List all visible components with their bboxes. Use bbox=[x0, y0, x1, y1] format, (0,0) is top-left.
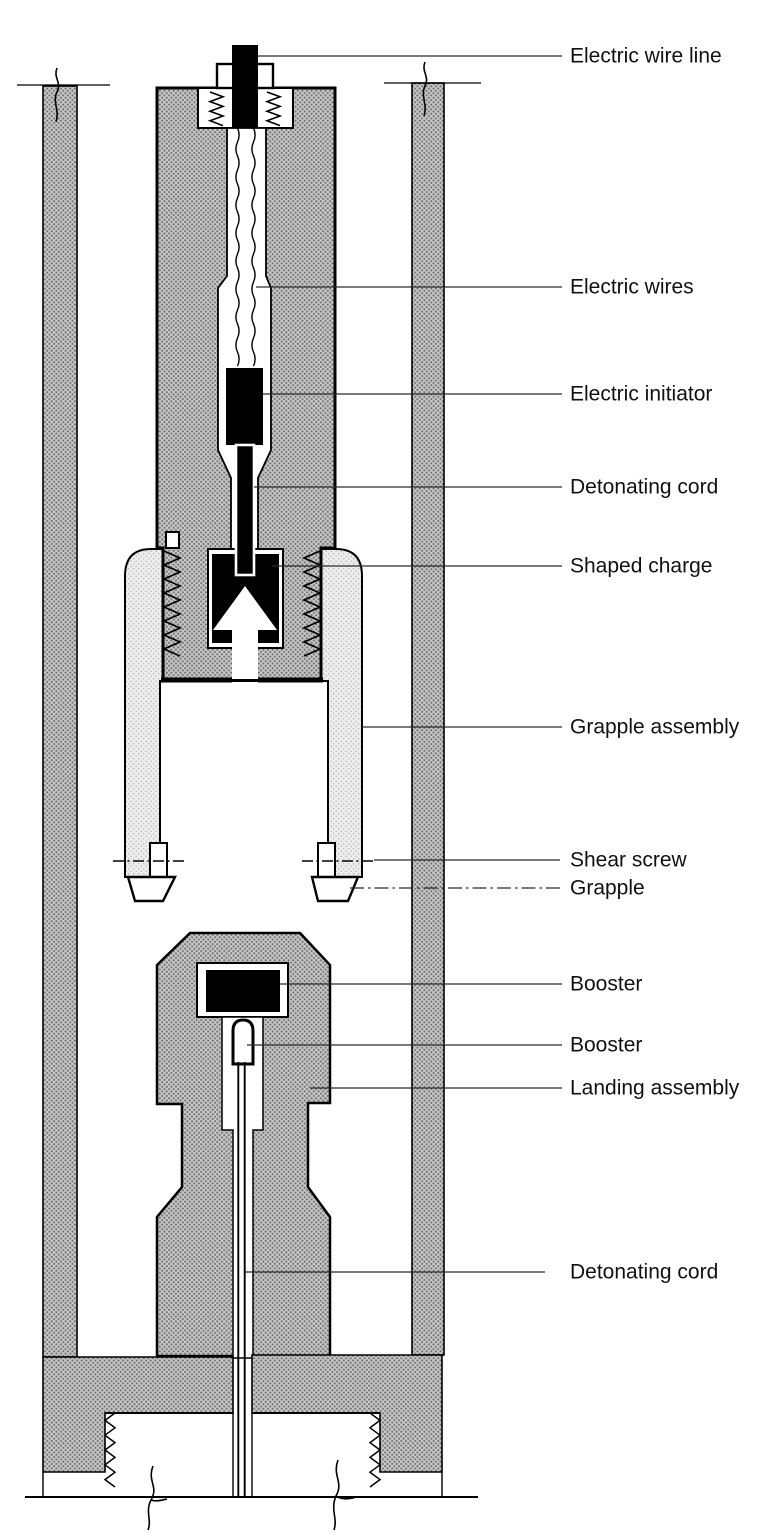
bottom-break-squiggle-right bbox=[332, 1459, 357, 1531]
connector-thread-spring-left bbox=[207, 91, 226, 127]
booster bbox=[206, 970, 280, 1012]
bottom-thread-spring-left bbox=[103, 1412, 117, 1488]
electric-wires bbox=[251, 127, 256, 367]
detonating-cord bbox=[234, 443, 256, 577]
casing-break-mark-top-right bbox=[384, 61, 481, 117]
label-grapple: Grapple bbox=[570, 877, 645, 900]
label-electric-initiator: Electric initiator bbox=[570, 383, 712, 406]
grapple bbox=[126, 875, 177, 903]
right-casing-wall bbox=[411, 82, 445, 1356]
label-electric-wires: Electric wires bbox=[570, 276, 694, 299]
bottom-break-squiggle-left bbox=[147, 1465, 168, 1531]
bottom-thread-cavity-left bbox=[42, 1412, 234, 1496]
booster-capsule bbox=[231, 1018, 255, 1066]
left-casing-wall bbox=[42, 85, 78, 1358]
grapple bbox=[310, 875, 360, 903]
bottom-thread-cavity-right bbox=[251, 1412, 443, 1496]
label-grapple-assembly: Grapple assembly bbox=[570, 716, 740, 739]
jet-arrow bbox=[213, 586, 277, 679]
label-electric-wire-line: Electric wire line bbox=[570, 45, 722, 68]
sleeve-thread-right bbox=[301, 550, 323, 657]
label-shear-screw: Shear screw bbox=[570, 849, 688, 872]
electric-initiator bbox=[226, 368, 263, 445]
housing-notch bbox=[165, 531, 180, 549]
label-detonating-cord-upper: Detonating cord bbox=[570, 476, 718, 499]
casing-break-mark-top-left bbox=[17, 67, 110, 123]
sleeve-thread-left bbox=[161, 550, 183, 657]
electric-wire-line bbox=[232, 45, 258, 128]
label-booster-upper: Booster bbox=[570, 973, 642, 996]
shear-screw bbox=[317, 842, 336, 878]
label-shaped-charge: Shaped charge bbox=[570, 555, 712, 578]
label-booster-lower: Booster bbox=[570, 1034, 642, 1057]
connector-thread-spring-right bbox=[264, 91, 283, 127]
bottom-body-left bbox=[42, 1356, 234, 1473]
label-detonating-cord-lower: Detonating cord bbox=[570, 1261, 718, 1284]
bottom-thread-spring-right bbox=[368, 1412, 382, 1488]
label-landing-assembly: Landing assembly bbox=[570, 1077, 740, 1100]
shear-screw bbox=[149, 842, 168, 878]
electric-wires bbox=[235, 127, 240, 367]
